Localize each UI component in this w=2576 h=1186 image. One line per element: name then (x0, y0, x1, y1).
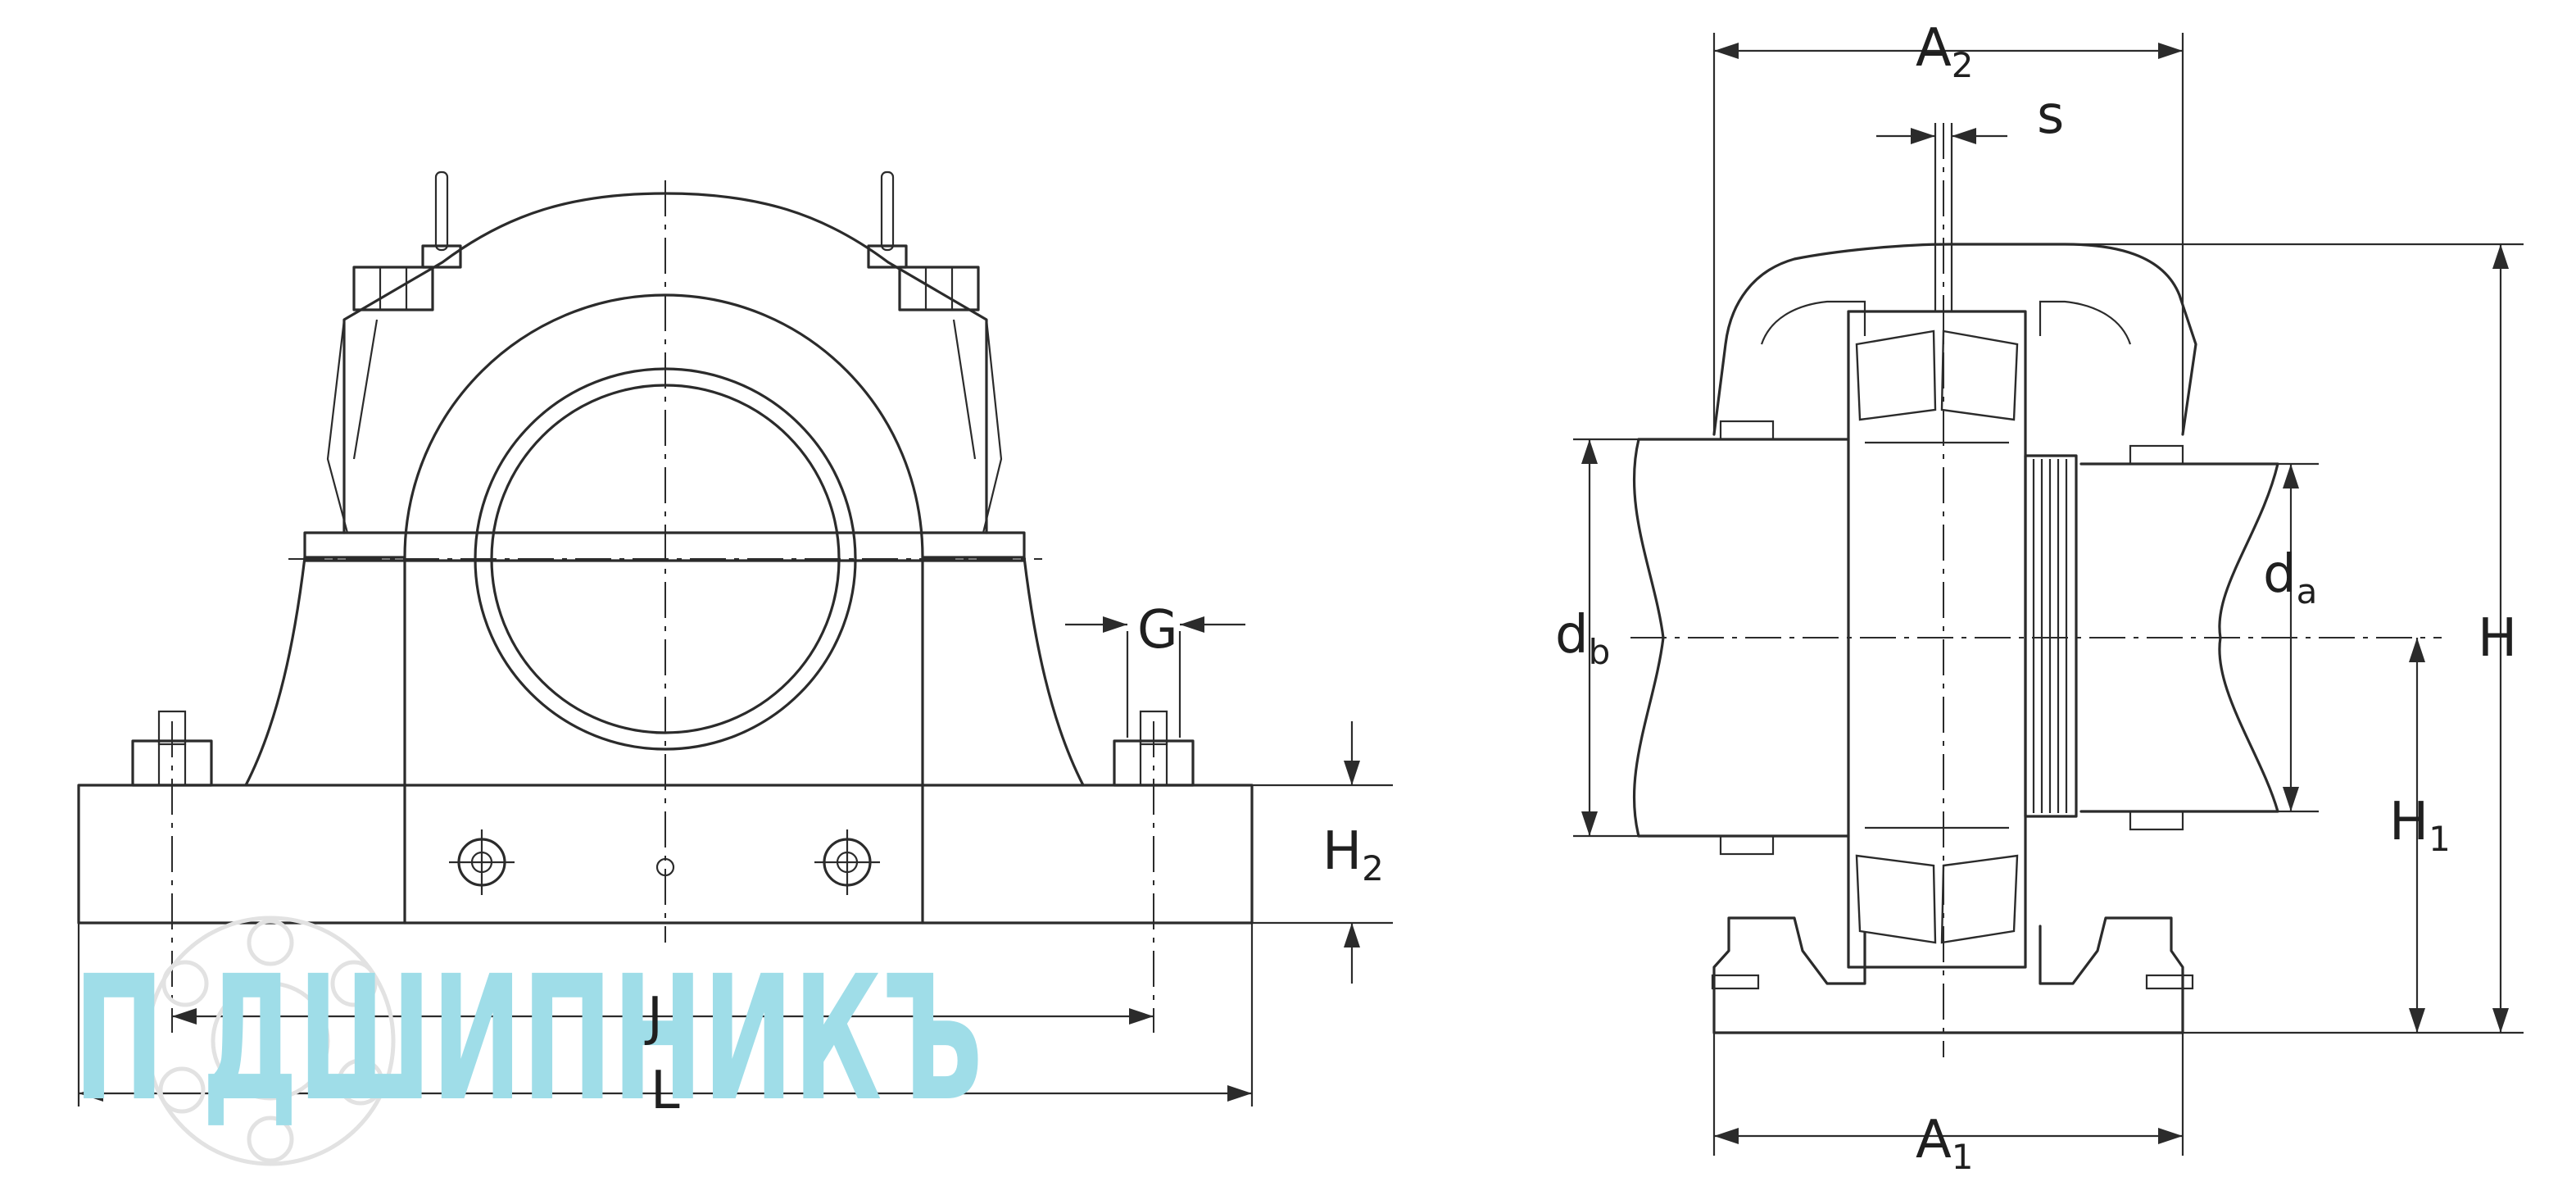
label-H1: H1 (2389, 792, 2451, 859)
dimension-db (1573, 438, 1639, 838)
rollers-bottom (1855, 854, 2019, 944)
dimension-H (2065, 243, 2524, 1034)
housing-body (244, 556, 1085, 787)
housing-section (1712, 243, 2197, 1034)
watermark-text: П ДШИПНИКЪ (74, 938, 983, 1139)
seals (1719, 420, 2184, 856)
rollers-top (1855, 329, 2019, 421)
front-view: П ДШИПНИКЪ G H2 J L (74, 170, 1393, 1166)
label-G: G (1137, 600, 1178, 661)
cap-nuts (352, 266, 980, 311)
dimension-A2 (1712, 33, 2184, 434)
lock-nut (2024, 454, 2078, 818)
dimension-J (172, 1008, 1154, 1025)
section-view: A2 s db da H H1 A1 (1555, 18, 2524, 1177)
base-marks (449, 829, 880, 895)
label-H2: H2 (1322, 821, 1384, 888)
dimension-H1 (2409, 638, 2425, 1033)
label-H: H (2478, 608, 2517, 669)
label-J: J (644, 987, 663, 1047)
dimension-H2 (1252, 721, 1393, 984)
label-db: db (1555, 605, 1610, 672)
dimension-G (1065, 616, 1245, 738)
dimension-A1 (1712, 1033, 2184, 1156)
label-A2: A2 (1916, 18, 1974, 85)
sleeve-thread (2032, 459, 2068, 813)
dimension-da (2278, 462, 2319, 813)
dimension-L (77, 923, 1254, 1106)
dimension-s (1876, 123, 2007, 311)
watermark-logo (145, 916, 396, 1166)
eye-bolts (421, 170, 908, 269)
label-s: s (2037, 85, 2064, 146)
label-A1: A1 (1916, 1110, 1974, 1177)
side-bolts (1711, 974, 2194, 990)
label-L: L (651, 1061, 680, 1121)
label-da: da (2263, 544, 2317, 611)
